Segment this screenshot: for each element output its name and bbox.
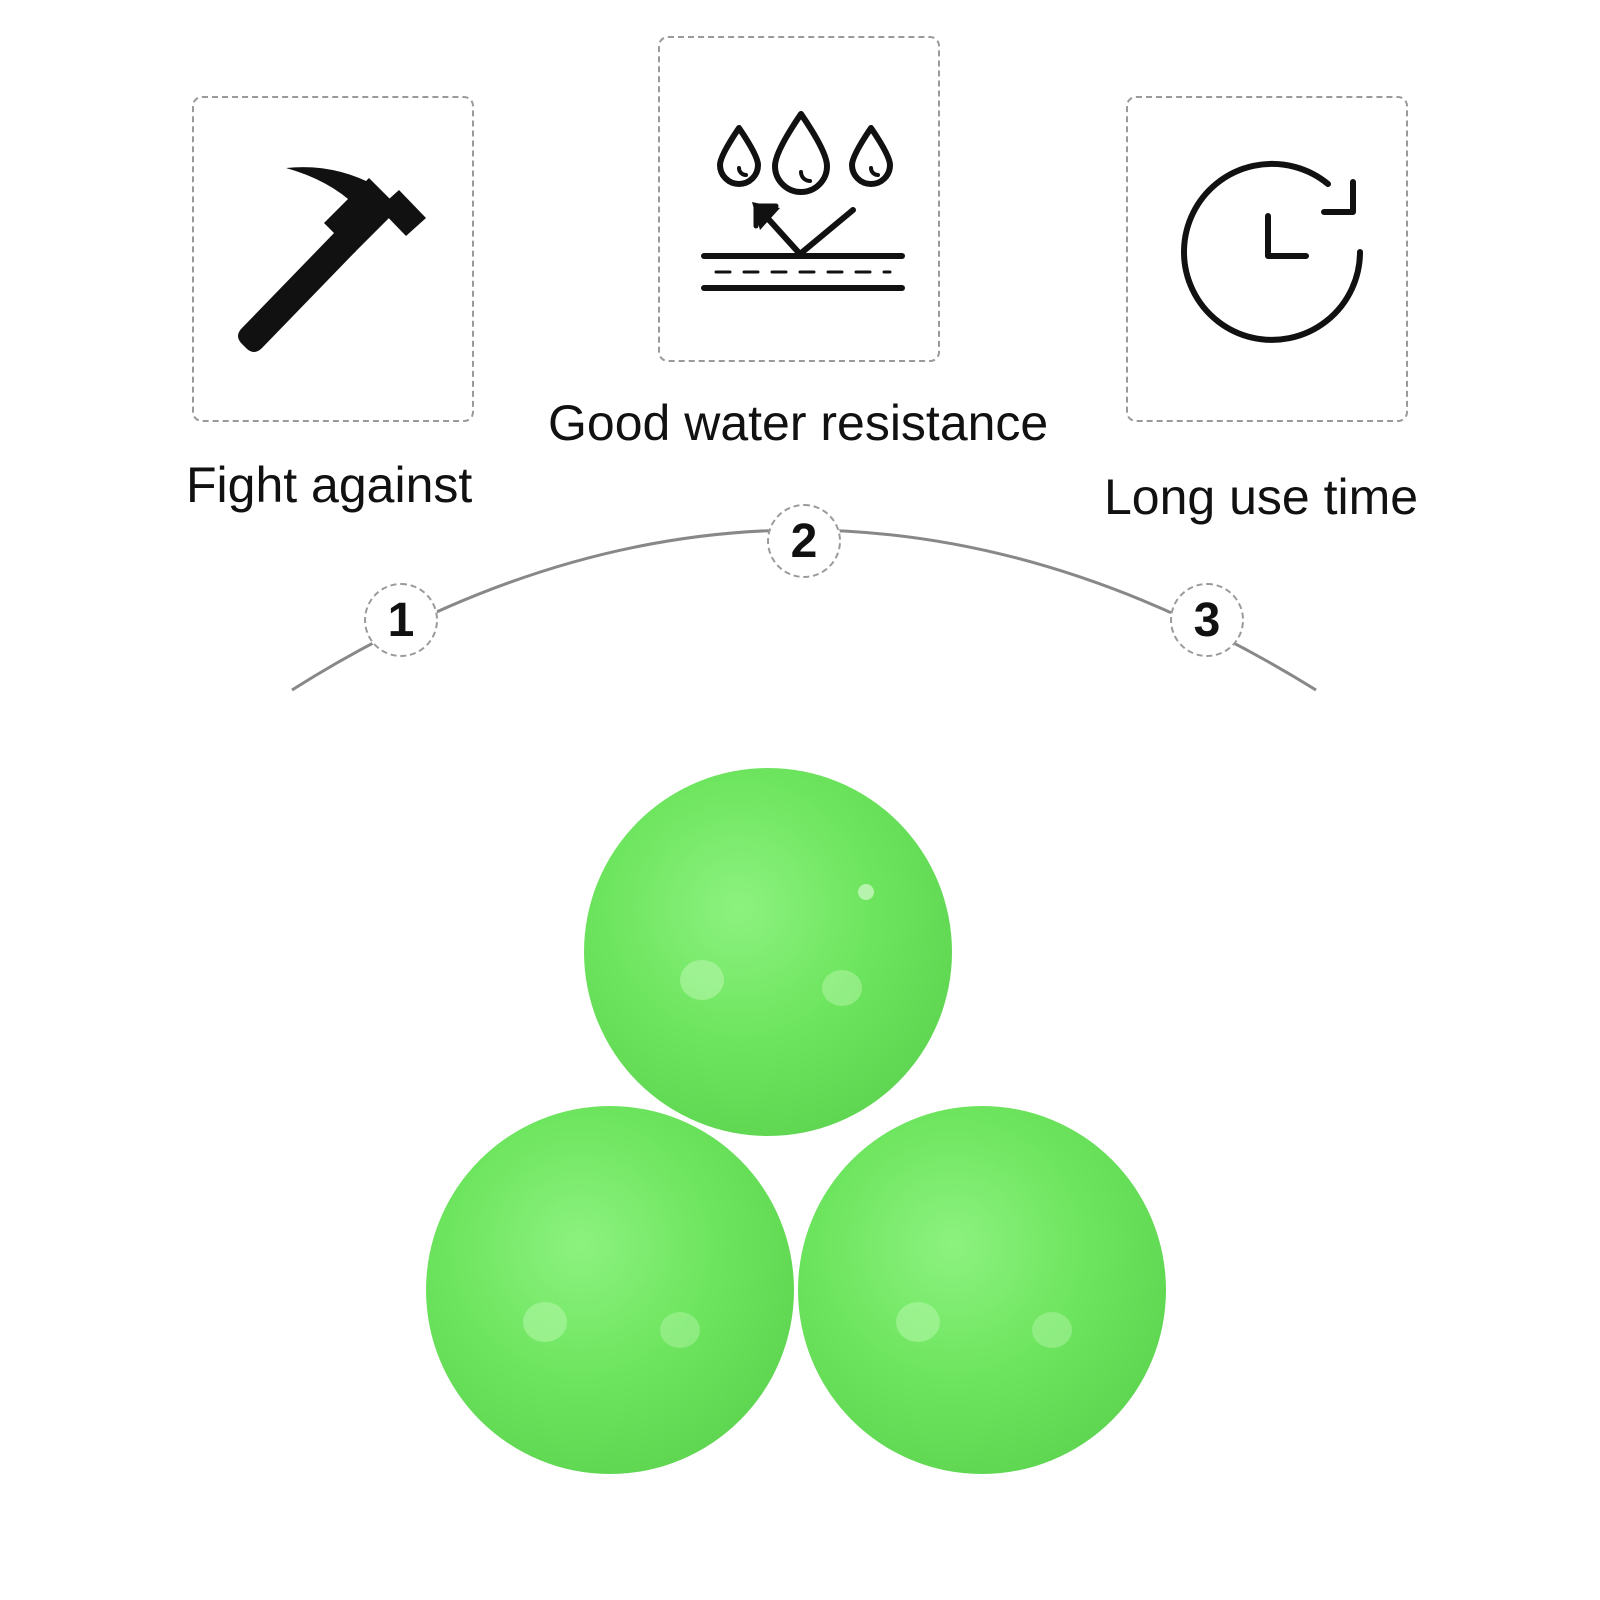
green-ball-left <box>426 1106 794 1474</box>
feature-label-time: Long use time <box>1104 469 1419 525</box>
feature-card-time <box>1126 96 1408 422</box>
step-1-badge: 1 <box>364 583 438 657</box>
feature-label-fight: Fight against <box>186 457 473 513</box>
step-2-badge: 2 <box>767 504 841 578</box>
water-drops-icon <box>701 111 905 291</box>
feature-label-water: Good water resistance <box>548 395 1049 451</box>
clock-refresh-icon <box>1181 160 1363 343</box>
green-ball-right <box>798 1106 1166 1474</box>
feature-card-water <box>658 36 940 362</box>
step-3-badge: 3 <box>1170 583 1244 657</box>
feature-card-fight <box>192 96 474 422</box>
green-ball-top <box>584 768 952 1136</box>
hammer-icon <box>238 167 426 352</box>
